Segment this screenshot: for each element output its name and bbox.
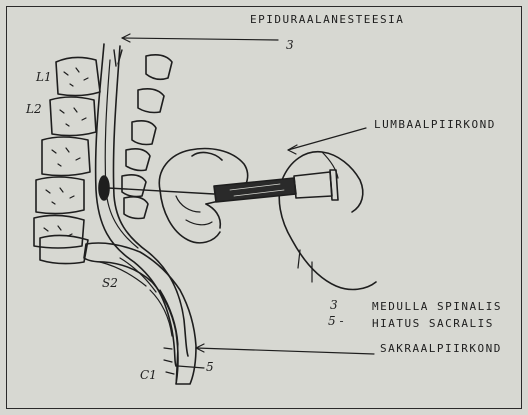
number-5-bottom-label: 5 [206,360,214,374]
spinal-canal [96,44,188,366]
vertebra-l1-label: L1 [36,70,52,84]
sacrum [84,243,196,384]
title-label: EPIDURAALANESTEESIA [250,13,404,26]
lumbaal-label: LUMBAALPIIRKOND [374,118,496,131]
vertebral-bodies [34,57,100,263]
spinous-processes [122,55,172,219]
vertebra-s2-label: S2 [102,276,118,290]
hand-holding-syringe [108,149,376,290]
number-3-legend-label: 3 [330,298,338,312]
vertebra-l2-label: L2 [26,102,42,116]
number-3-top-label: 3 [286,38,294,52]
medulla-label: MEDULLA SPINALIS [372,300,502,313]
number-5-legend-label: 5 - [328,314,344,328]
sakraal-label: SAKRAALPIIRKOND [380,342,502,355]
coccyx-c1-label: C1 [140,368,157,382]
hiatus-label: HIATUS SACRALIS [372,317,494,330]
